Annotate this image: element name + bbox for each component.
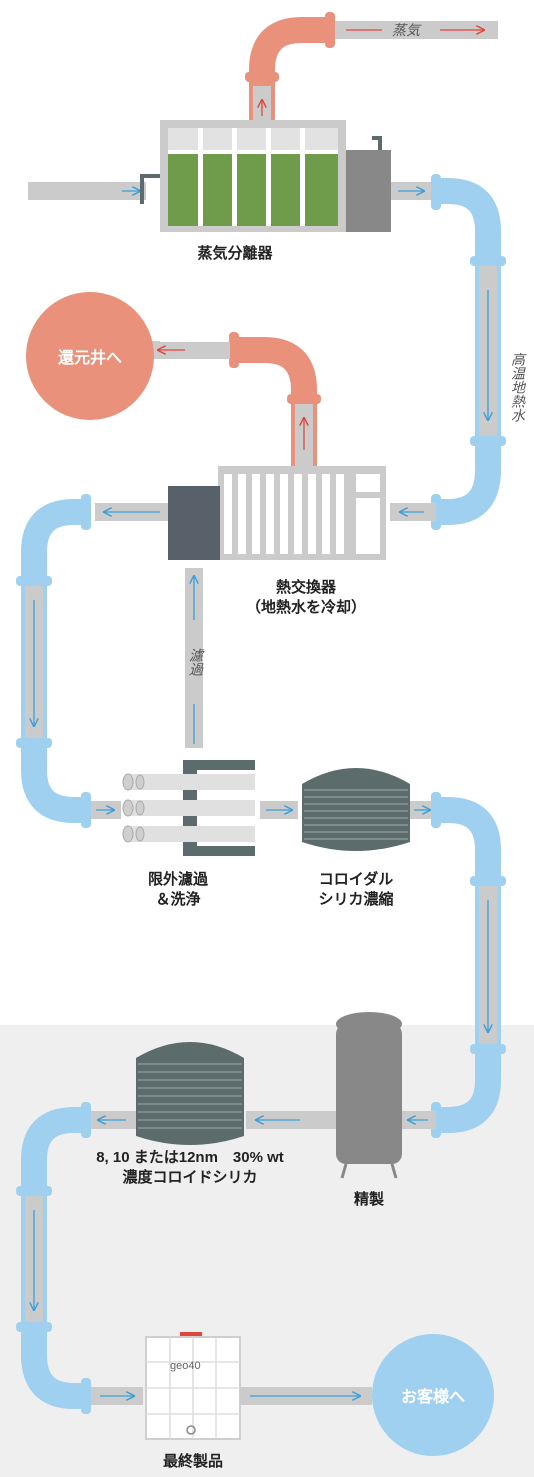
steam-label: 蒸気 bbox=[392, 22, 420, 38]
reinjection-pipe bbox=[150, 332, 321, 470]
ultrafiltration-unit bbox=[122, 760, 255, 856]
final-product-label: 最終製品 bbox=[162, 1453, 223, 1470]
refining-column bbox=[336, 1012, 402, 1179]
final-down-pipe bbox=[16, 1102, 91, 1414]
customer-circle: お客様へ bbox=[372, 1334, 494, 1456]
filtration-pipe bbox=[185, 568, 203, 748]
hot-water-label: 高温地熱水 bbox=[510, 352, 526, 422]
refining-label: 精製 bbox=[353, 1191, 384, 1208]
colloidal-label: コロイダル シリカ濃縮 bbox=[296, 870, 416, 910]
left-return-pipe bbox=[16, 494, 91, 828]
product-label-line1: 8, 10 または12nm 30% wt bbox=[96, 1149, 284, 1166]
product-tank bbox=[136, 1042, 244, 1145]
right-down-pipe bbox=[431, 792, 506, 1138]
product-label: 8, 10 または12nm 30% wt 濃度コロイドシリカ bbox=[60, 1148, 320, 1188]
concentration-tank bbox=[302, 768, 410, 851]
product-label-line2: 濃度コロイドシリカ bbox=[122, 1169, 258, 1186]
heat-exchanger-label-line1: 熱交換器 bbox=[275, 579, 336, 596]
inlet-pipe bbox=[28, 182, 146, 200]
steam-separator bbox=[140, 120, 391, 232]
tote-brand-logo: geo40 bbox=[170, 1360, 201, 1372]
hot-water-pipe bbox=[431, 174, 506, 530]
heat-exchanger bbox=[168, 466, 386, 560]
filtration-label: 濾過 bbox=[188, 648, 204, 676]
tote-container bbox=[145, 1332, 241, 1440]
reinjection-circle: 還元井へ bbox=[26, 292, 154, 420]
colloidal-label-line2: シリカ濃縮 bbox=[318, 891, 394, 908]
ultrafiltration-label: 限外濾過 ＆洗浄 bbox=[118, 870, 238, 910]
ultrafiltration-label-line2: ＆洗浄 bbox=[155, 891, 201, 908]
heat-exchanger-label: 熱交換器 （地熱水を冷却） bbox=[218, 578, 394, 618]
separator-label: 蒸気分離器 bbox=[197, 245, 273, 262]
ultrafiltration-label-line1: 限外濾過 bbox=[147, 871, 208, 888]
steam-pipe bbox=[245, 12, 498, 120]
colloidal-label-line1: コロイダル bbox=[318, 871, 394, 888]
heat-exchanger-label-line2: （地熱水を冷却） bbox=[245, 599, 366, 616]
